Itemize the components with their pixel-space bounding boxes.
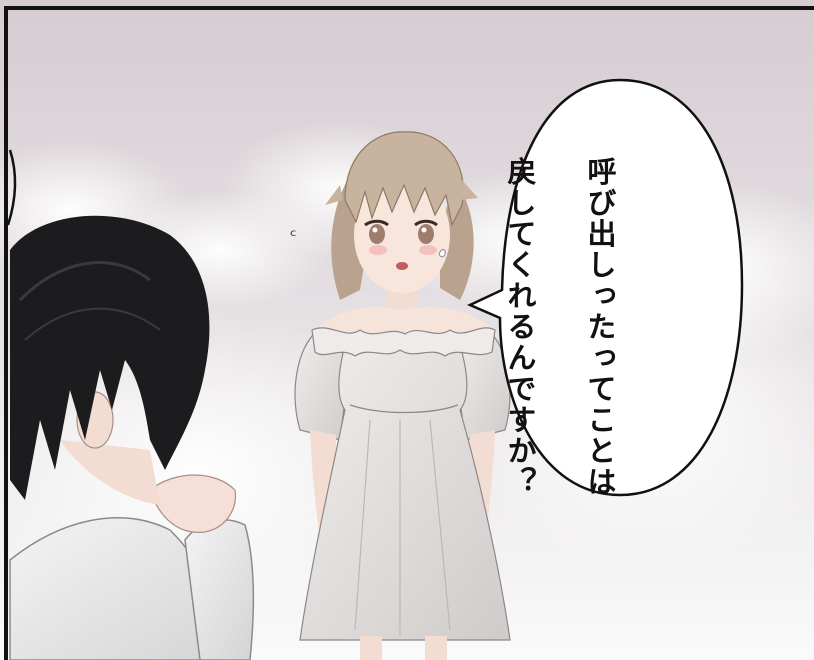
boy-figure <box>9 215 255 660</box>
left-gutter-line <box>6 149 17 226</box>
speech-line-2: 戻してくれるんですか？ <box>503 156 537 498</box>
panel-border <box>4 6 814 660</box>
speech-bubble <box>466 78 744 497</box>
speech-bubble-text: 呼び出しったってことは 戻してくれるんですか？ <box>503 108 660 497</box>
sfx-mark: ᶜ <box>290 226 297 247</box>
speech-line-1: 呼び出しったってことは <box>583 156 617 498</box>
girl-figure <box>294 131 511 660</box>
